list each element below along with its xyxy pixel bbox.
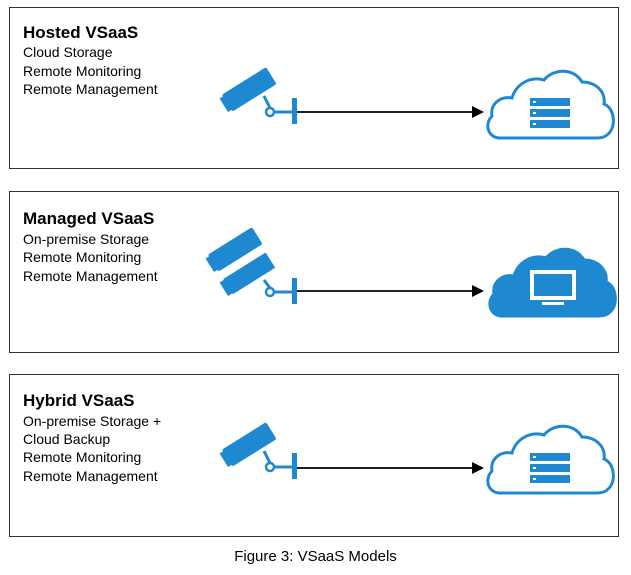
panel-line: Remote Monitoring — [23, 249, 142, 265]
security-camera-icon — [219, 422, 297, 479]
panel-managed-vsaas: Managed VSaaS On-premise Storage Remote … — [9, 191, 619, 353]
panel-line: Remote Monitoring — [23, 449, 142, 465]
cloud-icon — [486, 69, 615, 140]
panel-title: Hosted VSaaS — [23, 23, 139, 42]
arrow-connector — [297, 106, 484, 118]
security-camera-icon — [219, 67, 297, 124]
panel-art — [205, 227, 617, 318]
panel-line: Remote Management — [23, 468, 158, 484]
server-icon — [530, 453, 570, 483]
panel-title: Managed VSaaS — [23, 209, 155, 228]
server-icon — [530, 98, 570, 128]
arrow-connector — [297, 462, 484, 474]
panel-title: Hybrid VSaaS — [23, 391, 135, 410]
panel-art — [219, 67, 615, 140]
panel-line: On-premise Storage — [23, 231, 150, 247]
panel-art — [219, 422, 615, 495]
panel-hybrid-vsaas: Hybrid VSaaS On-premise Storage + Cloud … — [9, 374, 619, 537]
panel-line: Remote Management — [23, 268, 158, 284]
monitor-icon — [530, 270, 576, 305]
panel-line: Remote Monitoring — [23, 63, 142, 79]
panel-line: Remote Management — [23, 81, 158, 97]
security-camera-icon — [219, 250, 297, 304]
cloud-icon — [488, 247, 617, 318]
security-camera-icon — [205, 227, 262, 273]
panel-line: On-premise Storage + — [23, 413, 162, 429]
panel-hosted-vsaas: Hosted VSaaS Cloud Storage Remote Monito… — [9, 7, 619, 169]
arrow-connector — [297, 285, 484, 297]
cloud-icon — [486, 424, 615, 495]
panel-line: Cloud Backup — [23, 431, 111, 447]
figure-caption: Figure 3: VSaaS Models — [234, 548, 397, 565]
panel-line: Cloud Storage — [23, 44, 113, 60]
